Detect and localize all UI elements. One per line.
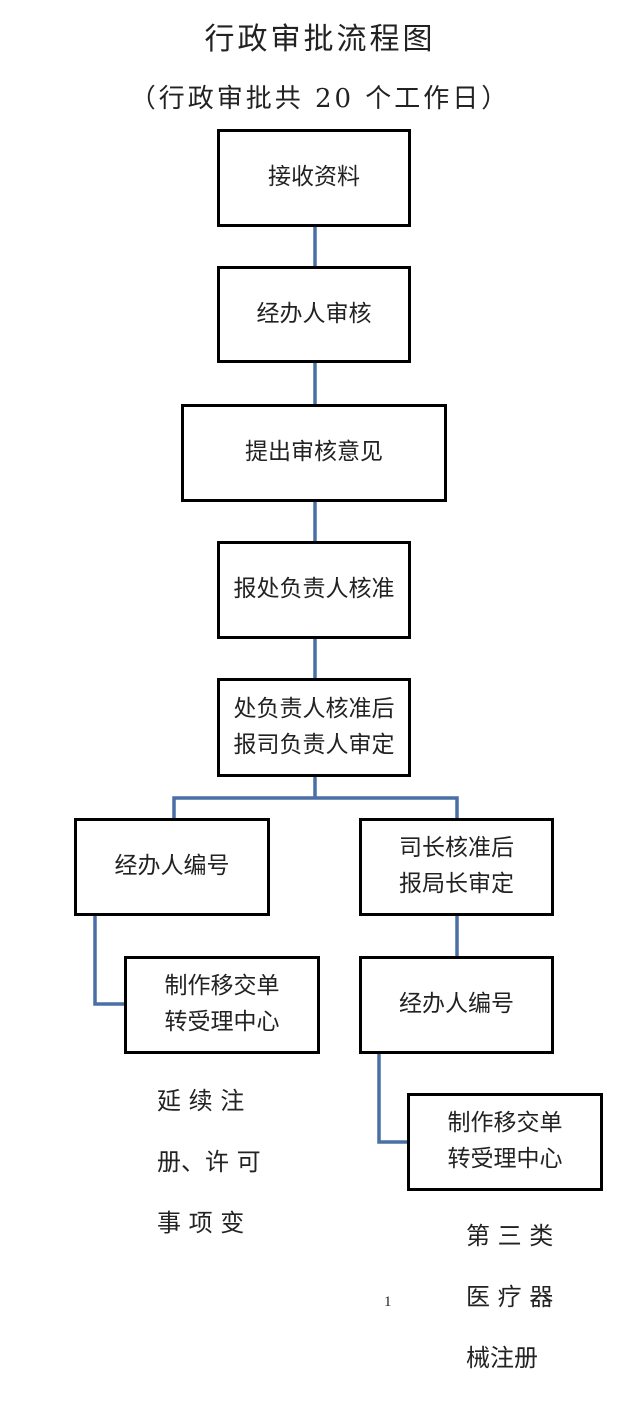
node-left-numbering: 经办人编号 xyxy=(74,818,270,916)
node-text: 接收资料 xyxy=(268,164,360,191)
note-left-line-1: 延 续 注 xyxy=(157,1087,245,1115)
diagram-subtitle: （行政审批共 20 个工作日） xyxy=(129,84,511,114)
node-text-line-2: 转受理中心 xyxy=(164,1009,280,1035)
diagram-title: 行政审批流程图 xyxy=(204,22,436,57)
page-number: 1 xyxy=(384,1294,392,1310)
node-text-line-2: 报司负责人审定 xyxy=(233,731,395,758)
note-right-line-2: 医 疗 器 xyxy=(466,1283,554,1311)
note-right-line-1: 第 三 类 xyxy=(466,1222,554,1250)
note-right: 第 三 类 医 疗 器 械注册 xyxy=(466,1206,553,1389)
node-text: 经办人审核 xyxy=(256,300,372,327)
node-text-line-1: 处负责人核准后 xyxy=(233,695,395,722)
node-text-line-1: 制作移交单 xyxy=(447,1110,563,1137)
note-left: 延 续 注 册、许 可 事 项 变 xyxy=(157,1071,261,1254)
node-text-line-1: 司长核准后 xyxy=(399,835,514,862)
note-left-line-3: 事 项 变 xyxy=(157,1209,245,1237)
node-text-line-1: 制作移交单 xyxy=(164,973,280,1000)
connector-left-numbering-transfer xyxy=(93,916,124,1006)
node-division-approval: 报处负责人核准 xyxy=(217,541,411,639)
node-text: 报处负责人核准 xyxy=(233,576,395,603)
node-handler-review: 经办人审核 xyxy=(217,266,411,363)
note-right-line-3: 械注册 xyxy=(466,1344,538,1372)
connector-right-numbering-transfer xyxy=(377,1054,407,1144)
node-text-line-2: 报局长审定 xyxy=(399,871,514,897)
node-right-transfer: 制作移交单 转受理中心 xyxy=(407,1093,603,1191)
node-left-transfer: 制作移交单 转受理中心 xyxy=(124,956,320,1054)
node-receive-materials: 接收资料 xyxy=(217,129,411,227)
node-right-director: 司长核准后 报局长审定 xyxy=(359,818,554,916)
note-left-line-2: 册、许 可 xyxy=(157,1148,261,1176)
node-text: 提出审核意见 xyxy=(245,439,383,466)
connector-branch-split xyxy=(172,796,459,818)
node-text: 经办人编号 xyxy=(114,853,230,880)
node-review-opinion: 提出审核意见 xyxy=(181,404,447,502)
node-right-numbering: 经办人编号 xyxy=(359,956,554,1054)
node-text: 经办人编号 xyxy=(399,991,514,1018)
node-division-to-department: 处负责人核准后 报司负责人审定 xyxy=(217,678,411,777)
node-text-line-2: 转受理中心 xyxy=(447,1146,563,1172)
